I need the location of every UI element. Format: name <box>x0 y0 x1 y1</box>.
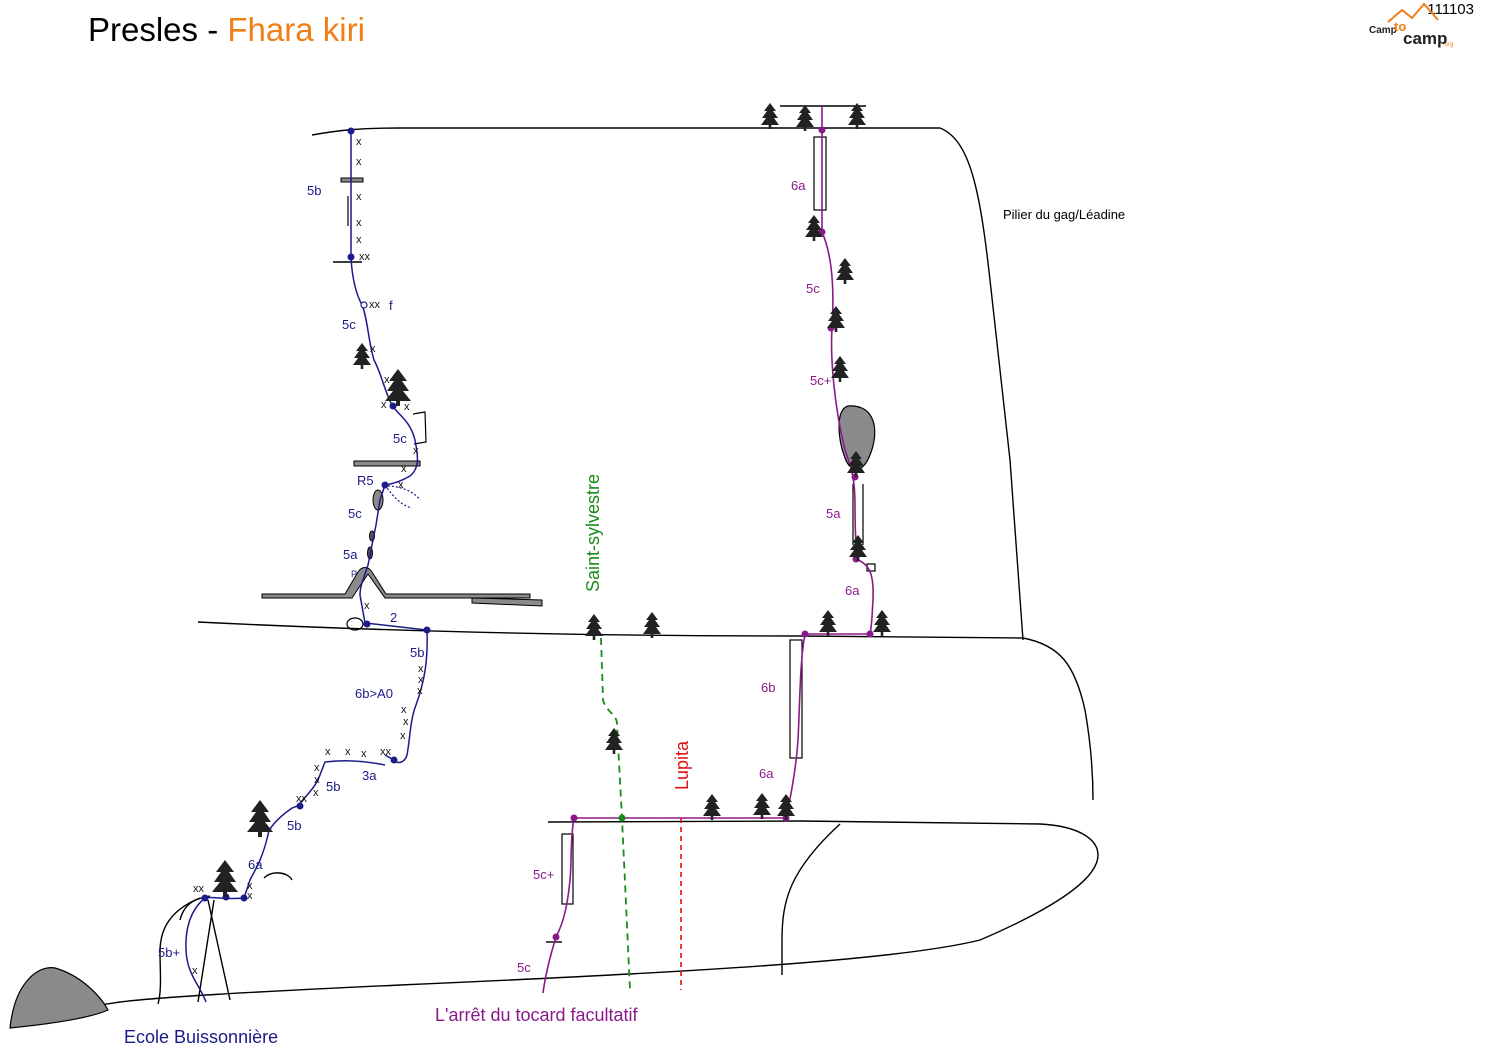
title-route: Fhara kiri <box>227 11 365 48</box>
grade-label: 5c <box>348 506 362 521</box>
bolt-pair-marker: xx <box>369 299 381 311</box>
grade-label: 3a <box>362 768 377 783</box>
grade-label: R5 <box>357 473 374 488</box>
bolt-marker: x <box>417 685 423 697</box>
logo-camp-big: camp <box>1403 29 1447 48</box>
bolt-marker: x <box>384 374 390 386</box>
bolt-marker: x <box>398 479 404 491</box>
grade-label: 6a <box>845 583 860 598</box>
bolt-marker: x <box>418 663 424 675</box>
bolt-pair-marker: xx <box>380 746 392 758</box>
rock-outcrop-icon <box>9 967 109 1029</box>
grade-label: 6b>A0 <box>355 686 393 701</box>
grade-label: 5a <box>826 506 841 521</box>
rock-features <box>9 177 876 1029</box>
grade-label: 6a <box>791 178 806 193</box>
bolt-marker: x <box>418 674 424 686</box>
route-saint-sylvestre <box>600 637 631 991</box>
bolt-marker: x <box>381 399 387 411</box>
page-title: Presles - Fhara kiri <box>88 10 365 50</box>
right-grades: 6a 5c 5c+ 5a 6a 6b 6a 5c+ 5c <box>517 178 860 975</box>
grade-label: 5b <box>307 183 321 198</box>
bolt-marker: x <box>361 748 367 760</box>
bolt-pair-marker: xx <box>359 251 371 263</box>
bolt-marker: x <box>356 234 362 246</box>
bolt-marker: x <box>325 746 331 758</box>
bolt-marker: x <box>404 401 410 413</box>
title-site: Presles - <box>88 11 219 48</box>
grade-label: 5b <box>410 645 424 660</box>
grade-label: f <box>389 298 393 313</box>
grade-label: 5c <box>342 317 356 332</box>
bolt-marker: x <box>403 716 409 728</box>
bolt-marker: x <box>356 156 362 168</box>
cliff-outlines <box>9 105 1099 1029</box>
route-name-saint-sylvestre: Saint-sylvestre <box>583 474 603 592</box>
grade-label: 5c <box>806 281 820 296</box>
grade-label: 6b <box>761 680 775 695</box>
grade-label: 6a <box>759 766 774 781</box>
bolt-marker: x <box>247 890 253 902</box>
grade-label: 5b+ <box>158 945 180 960</box>
logo-to: to <box>1394 19 1406 34</box>
bolt-pair-marker: xx <box>193 883 205 895</box>
piton-marker: P <box>351 569 357 579</box>
bolt-marker: x <box>192 965 198 977</box>
logo-camp: Camp <box>1369 25 1397 36</box>
grade-label: 5b <box>287 818 301 833</box>
route-name-ecole-buissonniere: Ecole Buissonnière <box>124 1027 278 1047</box>
grade-label: 5b <box>326 779 340 794</box>
grade-label: 2 <box>390 610 397 625</box>
bolt-marker: x <box>370 343 376 355</box>
bolt-marker: x <box>401 704 407 716</box>
bolt-marker: x <box>413 445 419 457</box>
bolt-marker: x <box>401 463 407 475</box>
bolt-marker: x <box>345 746 351 758</box>
grade-label: 5c <box>517 960 531 975</box>
bolt-marker: x <box>314 774 320 786</box>
route-name-lupita: Lupita <box>672 740 692 790</box>
chimney-icon <box>346 136 876 905</box>
grade-label: 6a <box>248 857 263 872</box>
grade-label: 5c <box>393 431 407 446</box>
bolt-marker: x <box>356 136 362 148</box>
bolt-pair-marker: xx <box>296 793 308 805</box>
logo-org: .org <box>1443 42 1453 48</box>
left-grades: 5b+ 6a 5b 5b 3a 6b>A0 5b 2 5a 5c R5 5c 5… <box>158 183 424 960</box>
camptocamp-logo: Camp to camp .org <box>1369 2 1453 48</box>
grade-label: 5a <box>343 547 358 562</box>
bolt-marker: x <box>356 191 362 203</box>
bolt-marker: x <box>313 787 319 799</box>
grade-label: 5c+ <box>810 373 831 388</box>
bolt-marker: x <box>247 880 253 892</box>
bolt-marker: x <box>356 217 362 229</box>
grade-label: 5c+ <box>533 867 554 882</box>
route-pilier <box>542 106 874 994</box>
topo-id: 111103 <box>1427 1 1474 18</box>
route-name-arret-tocard: L'arrêt du tocard facultatif <box>435 1005 639 1025</box>
route-name-pilier: Pilier du gag/Léadine <box>1003 207 1125 222</box>
bolt-marker: x <box>364 600 370 612</box>
bolt-marker: x <box>400 730 406 742</box>
bolt-marker: x <box>314 762 320 774</box>
